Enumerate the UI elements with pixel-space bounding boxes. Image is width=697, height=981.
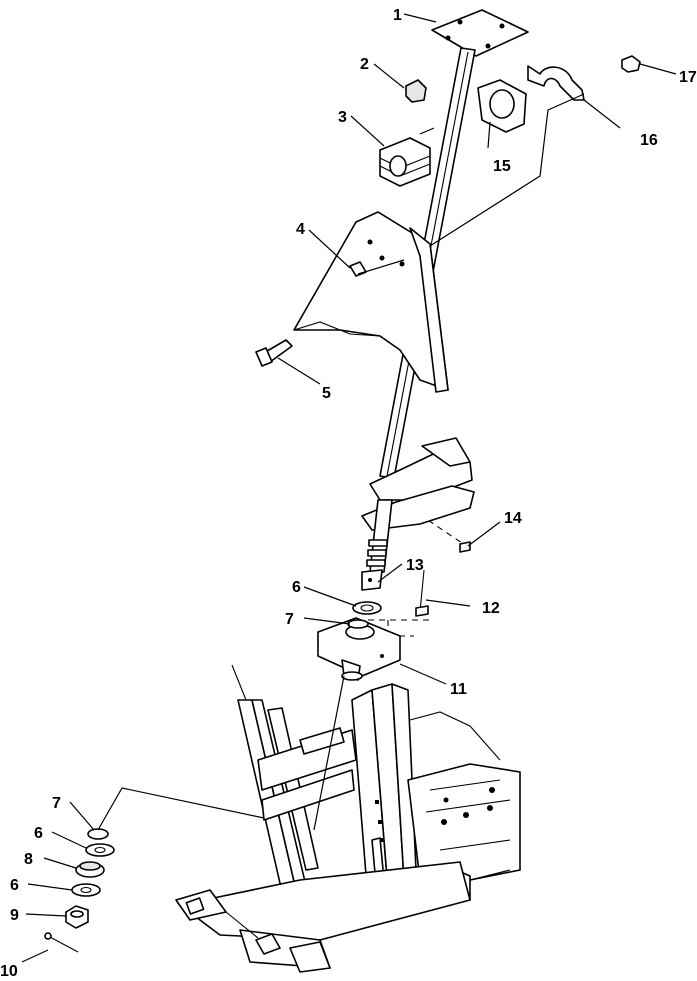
callout-14: 14 — [504, 510, 522, 527]
mounting-bracket — [293, 211, 449, 393]
hardware-parts — [44, 55, 641, 953]
callout-17: 17 — [679, 69, 697, 86]
callout-6-lower: 6 — [34, 825, 43, 842]
callout-16: 16 — [640, 132, 658, 149]
leader-lines — [21, 13, 677, 963]
callout-2: 2 — [360, 56, 369, 73]
callout-4: 4 — [296, 221, 305, 238]
vehicle-frame — [175, 664, 521, 973]
callout-15: 15 — [493, 158, 511, 175]
callout-5: 5 — [322, 385, 331, 402]
callout-6-bottom: 6 — [10, 877, 19, 894]
callout-9: 9 — [10, 907, 19, 924]
callout-3: 3 — [338, 109, 347, 126]
lower-column — [361, 437, 475, 591]
callout-12: 12 — [482, 600, 500, 617]
callout-10: 10 — [0, 963, 18, 980]
callout-11: 11 — [450, 681, 467, 698]
callout-7: 7 — [285, 611, 294, 628]
callout-13: 13 — [406, 557, 424, 574]
callout-8: 8 — [24, 851, 33, 868]
callout-6: 6 — [292, 579, 301, 596]
callout-labels: 1 2 3 4 5 6 7 11 12 13 14 15 16 17 7 6 8… — [0, 7, 697, 980]
callout-1: 1 — [393, 7, 402, 24]
callout-7-lower: 7 — [52, 795, 61, 812]
pivot-block — [317, 617, 401, 681]
